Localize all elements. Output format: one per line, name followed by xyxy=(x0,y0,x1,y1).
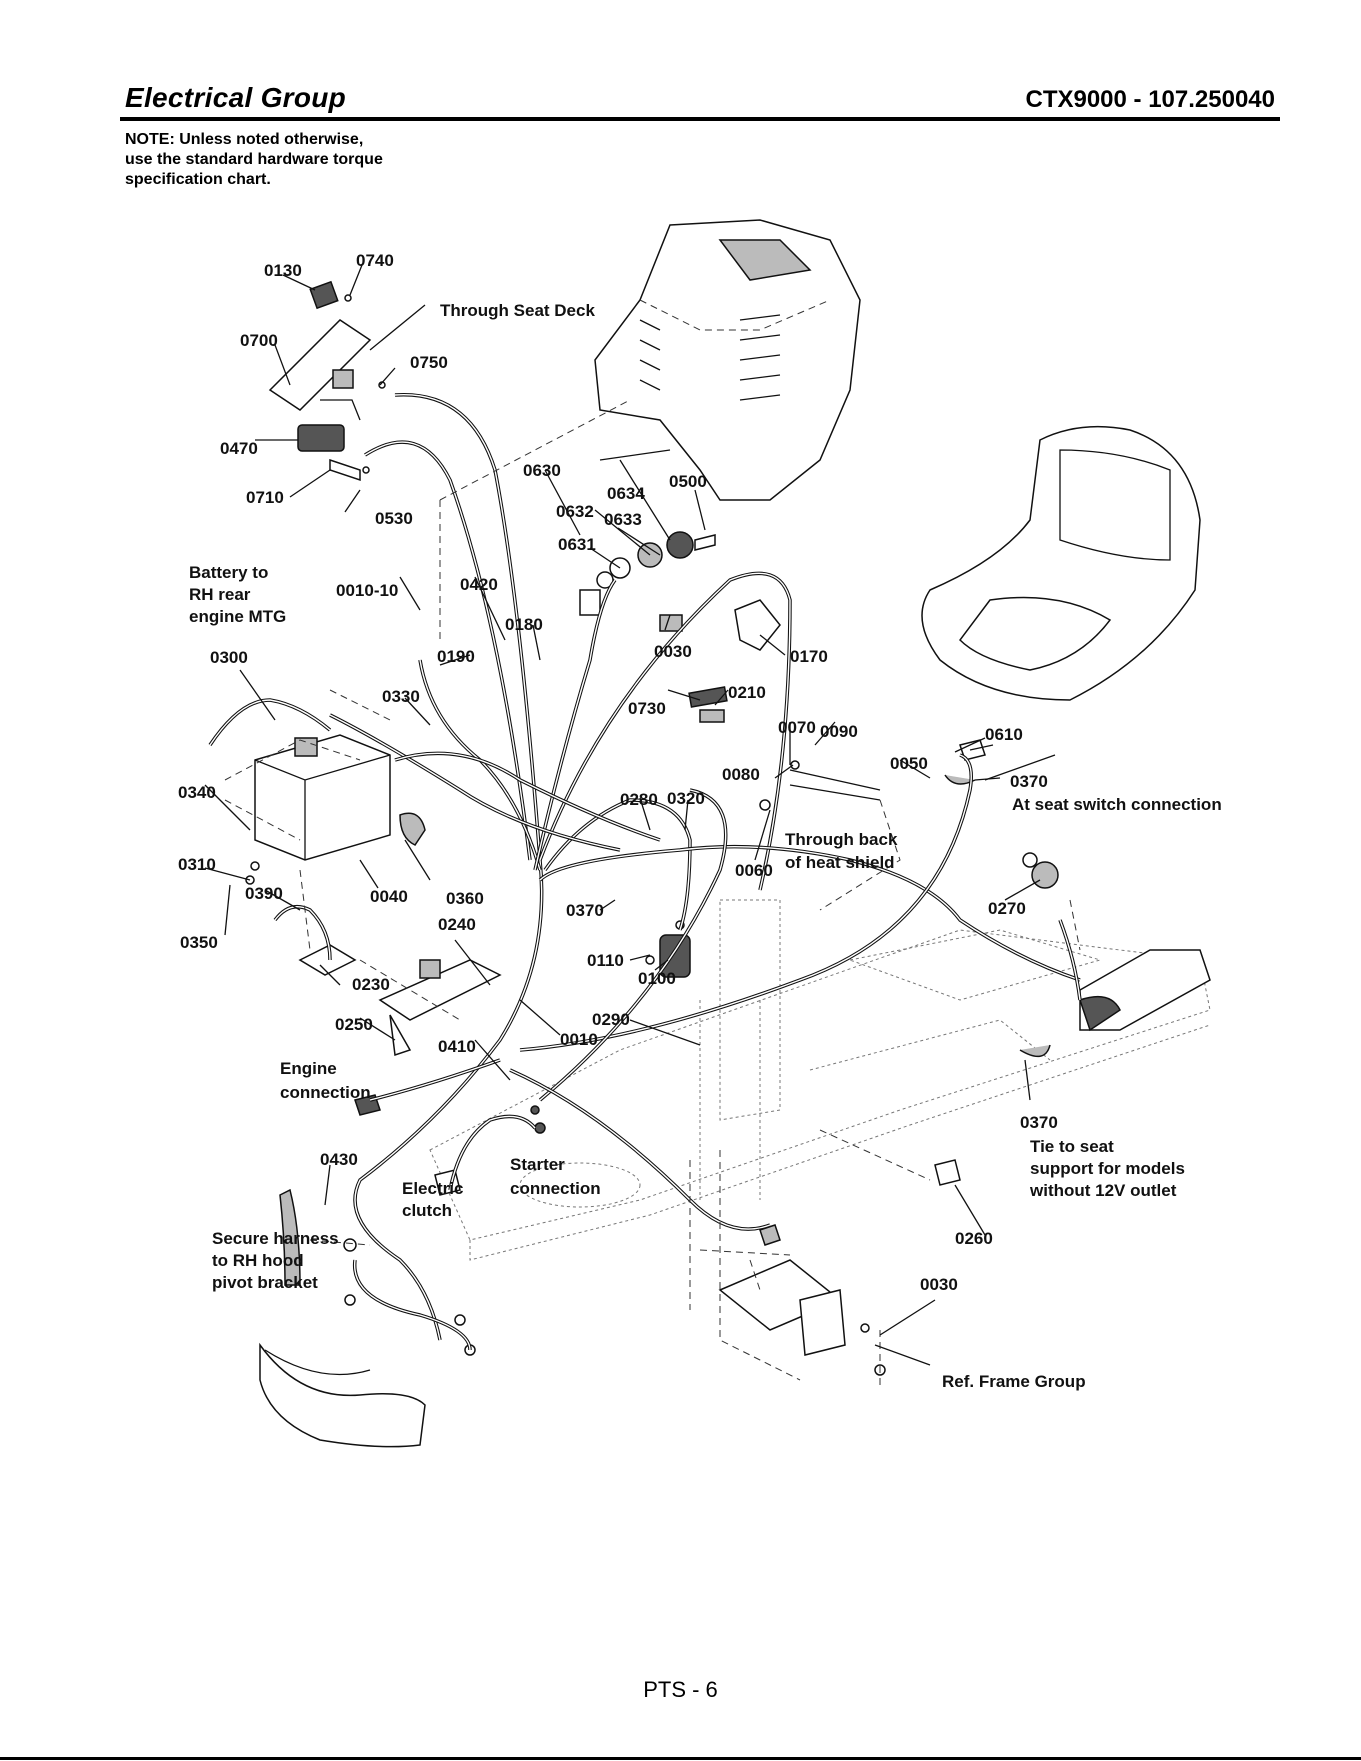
callout-starter-line1: Starter xyxy=(510,1155,565,1174)
note-line-2: use the standard hardware torque xyxy=(125,151,383,168)
label-0090: 0090 xyxy=(820,722,858,741)
label-0330: 0330 xyxy=(382,687,420,706)
label-0632: 0632 xyxy=(556,502,594,521)
callout-secure-line3: pivot bracket xyxy=(212,1273,318,1292)
label-0180: 0180 xyxy=(505,615,543,634)
label-0060: 0060 xyxy=(735,861,773,880)
callout-at-seat-switch: At seat switch connection xyxy=(1012,795,1222,814)
seat-switch xyxy=(944,739,1211,1058)
label-0370-right: 0370 xyxy=(1010,772,1048,791)
label-0310: 0310 xyxy=(178,855,216,874)
label-0610: 0610 xyxy=(985,725,1023,744)
callout-texts: Through Seat Deck Battery to RH rear eng… xyxy=(189,301,1222,1391)
label-0300: 0300 xyxy=(210,648,248,667)
label-0370-upper: 0370 xyxy=(566,901,604,920)
label-0730: 0730 xyxy=(628,699,666,718)
label-0500: 0500 xyxy=(669,472,707,491)
page-number: PTS - 6 xyxy=(643,1677,718,1702)
heat-shield-rod xyxy=(759,760,881,811)
callout-clutch-line1: Electric xyxy=(402,1179,463,1198)
label-0250: 0250 xyxy=(335,1015,373,1034)
label-0633: 0633 xyxy=(604,510,642,529)
label-0040: 0040 xyxy=(370,887,408,906)
callout-starter-line2: connection xyxy=(510,1179,601,1198)
callout-tie-line3: without 12V outlet xyxy=(1029,1181,1177,1200)
label-0210: 0210 xyxy=(728,683,766,702)
label-0240: 0240 xyxy=(438,915,476,934)
lower-components xyxy=(354,1094,961,1376)
label-0080: 0080 xyxy=(722,765,760,784)
callout-engine-line1: Engine xyxy=(280,1059,337,1078)
label-0280: 0280 xyxy=(620,790,658,809)
callout-engine-line2: connection xyxy=(280,1083,371,1102)
label-0470: 0470 xyxy=(220,439,258,458)
label-0320: 0320 xyxy=(667,789,705,808)
label-0430: 0430 xyxy=(320,1150,358,1169)
label-0710: 0710 xyxy=(246,488,284,507)
leader-lines xyxy=(204,264,1056,1366)
callout-battery-line2: RH rear xyxy=(189,585,251,604)
callout-secure-line2: to RH hood xyxy=(212,1251,304,1270)
header-rule xyxy=(120,117,1280,121)
label-0110: 0110 xyxy=(587,951,624,970)
callout-through-back-line1: Through back xyxy=(785,830,898,849)
label-0634: 0634 xyxy=(607,484,645,503)
label-0631: 0631 xyxy=(558,535,596,554)
label-0190: 0190 xyxy=(437,647,475,666)
callout-through-seat-deck: Through Seat Deck xyxy=(440,301,595,320)
label-0700: 0700 xyxy=(240,331,278,350)
label-0290: 0290 xyxy=(592,1010,630,1029)
label-0010-10: 0010-10 xyxy=(336,581,398,600)
page-title: Electrical Group xyxy=(125,82,347,113)
switch-plate-assembly xyxy=(268,280,386,482)
wiring-harness xyxy=(208,392,1082,1351)
label-0070: 0070 xyxy=(778,718,816,737)
note-line-1: NOTE: Unless noted otherwise, xyxy=(125,131,364,148)
label-0170: 0170 xyxy=(790,647,828,666)
callout-through-back-line2: of heat shield xyxy=(785,853,895,872)
label-0270: 0270 xyxy=(988,899,1026,918)
note-line-3: specification chart. xyxy=(125,171,271,188)
label-0050: 0050 xyxy=(890,754,928,773)
callout-secure-line1: Secure harness xyxy=(212,1229,339,1248)
label-0340: 0340 xyxy=(178,783,216,802)
label-0360: 0360 xyxy=(446,889,484,908)
label-0350: 0350 xyxy=(180,933,218,952)
label-0410: 0410 xyxy=(438,1037,476,1056)
headlight-bracket xyxy=(259,1188,476,1448)
part-labels: 0130 0740 0700 0750 0470 0710 0530 0010-… xyxy=(178,251,1058,1294)
label-0260: 0260 xyxy=(955,1229,993,1248)
label-0390: 0390 xyxy=(245,884,283,903)
label-0030-lower: 0030 xyxy=(920,1275,958,1294)
callout-battery-line1: Battery to xyxy=(189,563,268,582)
torque-note: NOTE: Unless noted otherwise, use the st… xyxy=(125,130,445,190)
seat-deck-fender xyxy=(594,219,861,501)
label-0740: 0740 xyxy=(356,251,394,270)
label-0530: 0530 xyxy=(375,509,413,528)
battery-brackets xyxy=(298,944,502,1057)
callout-tie-line1: Tie to seat xyxy=(1030,1137,1114,1156)
seat xyxy=(921,425,1201,701)
label-0100: 0100 xyxy=(638,969,676,988)
callout-tie-line2: support for models xyxy=(1030,1159,1185,1178)
label-0010: 0010 xyxy=(560,1030,598,1049)
label-0230: 0230 xyxy=(352,975,390,994)
frame-outline xyxy=(429,899,1211,1261)
dashed-guides xyxy=(224,399,1081,1385)
ignition-switch xyxy=(579,531,716,616)
label-0750: 0750 xyxy=(410,353,448,372)
label-0420: 0420 xyxy=(460,575,498,594)
label-0630: 0630 xyxy=(523,461,561,480)
callout-ref-frame: Ref. Frame Group xyxy=(942,1372,1086,1391)
bracket-0170 xyxy=(659,599,781,723)
bottom-rule xyxy=(0,1757,1361,1760)
callout-battery-line3: engine MTG xyxy=(189,607,286,626)
label-0130: 0130 xyxy=(264,261,302,280)
label-0370-lower: 0370 xyxy=(1020,1113,1058,1132)
model-number: CTX9000 - 107.250040 xyxy=(1025,86,1275,113)
label-0030-upper: 0030 xyxy=(654,642,692,661)
callout-clutch-line2: clutch xyxy=(402,1201,452,1220)
